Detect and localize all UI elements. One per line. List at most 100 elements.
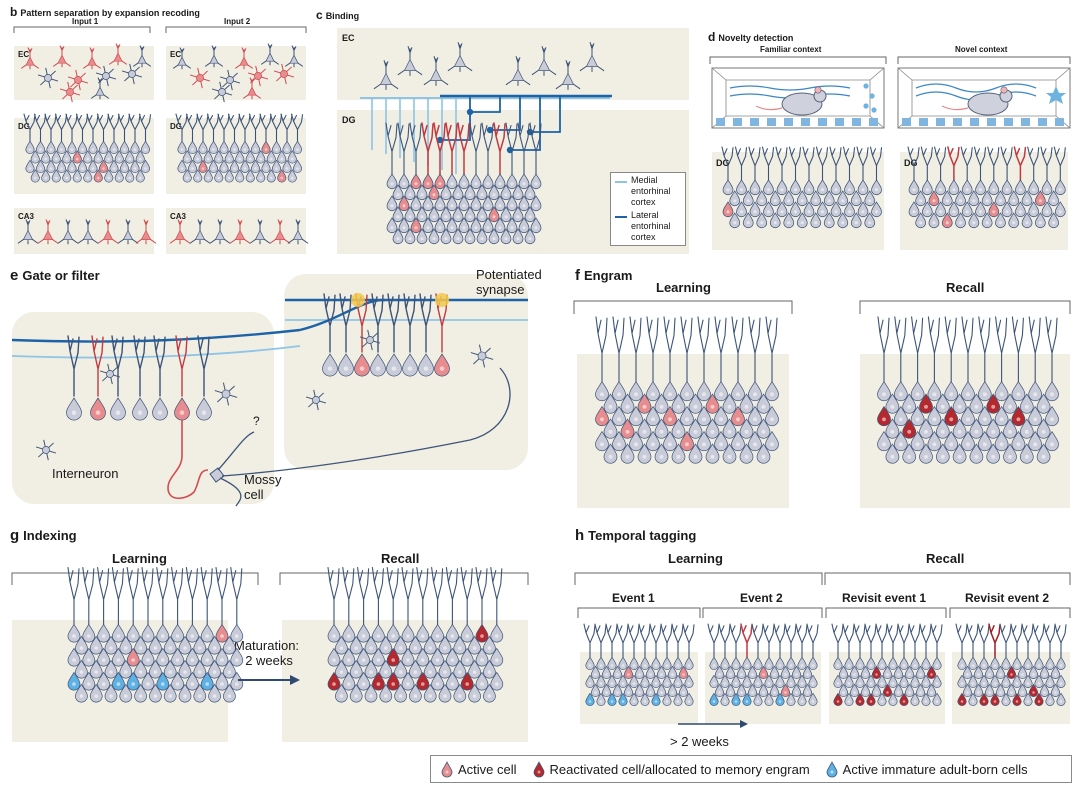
granule-cell <box>1028 380 1043 402</box>
dendrite <box>718 623 731 659</box>
granule-cell <box>928 212 940 229</box>
granule-cell <box>769 212 781 229</box>
granule-cell <box>915 683 926 698</box>
granule-cell <box>1041 201 1053 218</box>
granule-cell <box>601 665 612 680</box>
granule-cell <box>680 405 694 427</box>
granule-cell <box>756 443 771 464</box>
granule-cell <box>134 659 147 679</box>
granule-cell <box>596 692 606 707</box>
granule-cell <box>671 418 686 439</box>
granule-cell <box>844 656 854 671</box>
granule-cell <box>1045 674 1055 689</box>
granule-cell <box>379 659 393 679</box>
pyramidal-cell-processes <box>209 219 231 245</box>
granule-cell <box>56 140 67 155</box>
granule-cell <box>742 674 752 689</box>
granule-cell <box>404 228 416 245</box>
granule-cell <box>790 179 801 196</box>
dendrite <box>973 146 987 182</box>
granule-cell <box>620 418 635 439</box>
granule-cell <box>386 647 400 667</box>
dendrite <box>23 113 36 143</box>
granule-cell <box>119 159 130 174</box>
panel-e-question-mark: ? <box>253 414 260 428</box>
panel-d-novel-label: Novel context <box>955 45 1008 54</box>
granule-cell <box>386 195 398 212</box>
granule-cell <box>163 659 177 679</box>
granule-cell <box>245 169 255 183</box>
dendrite <box>714 316 727 384</box>
granule-cell <box>803 201 815 218</box>
panel-c-legend-lateral: Lateral entorhinal cortex <box>631 210 671 242</box>
dendrite <box>671 623 684 659</box>
granule-cell <box>125 150 135 164</box>
pyramidal-cell <box>177 56 187 66</box>
dendrite <box>217 113 230 143</box>
granule-cell <box>637 418 652 439</box>
granule-cell <box>640 656 650 671</box>
granule-cell <box>446 671 459 691</box>
dendrite <box>460 567 473 627</box>
dendrite <box>629 316 642 384</box>
granule-cell <box>877 405 891 427</box>
granule-cell <box>470 195 482 212</box>
granule-cell <box>915 190 927 207</box>
granule-cell <box>749 179 761 196</box>
pyramidal-cell <box>57 54 67 64</box>
granule-cell <box>392 206 404 223</box>
mossy-fiber <box>167 420 209 500</box>
granule-cell <box>475 623 489 643</box>
granule-cell <box>1039 665 1050 680</box>
stellate-cell <box>102 72 110 80</box>
granule-cell <box>114 150 124 164</box>
granule-cell <box>662 656 672 671</box>
granule-cell <box>720 692 730 707</box>
granule-cell <box>125 169 135 183</box>
granule-cell <box>765 430 779 452</box>
granule-cell <box>468 659 481 679</box>
granule-cell <box>838 683 849 698</box>
granule-cell <box>256 169 266 183</box>
granule-cell <box>416 228 428 245</box>
granule-cell <box>654 443 669 464</box>
granule-cell <box>678 683 689 698</box>
granule-cell <box>714 380 728 402</box>
dendrite <box>371 293 384 353</box>
granule-cell <box>51 169 61 183</box>
granule-cell <box>208 159 219 174</box>
panel-g-learning-label: Learning <box>112 551 167 566</box>
granule-cell <box>585 692 595 707</box>
granule-cell <box>742 212 754 229</box>
granule-cell <box>530 173 542 190</box>
dendrite <box>65 113 78 143</box>
granule-cell <box>722 179 734 196</box>
granule-cell <box>973 683 984 698</box>
panel-c-legend-medial: Medial entorhinal cortex <box>631 175 671 207</box>
dendrite <box>1021 623 1034 659</box>
granule-cell <box>198 159 208 174</box>
pyramidal-cell-processes <box>505 56 531 86</box>
granule-cell <box>961 201 973 218</box>
granule-cell <box>984 683 995 698</box>
dendrite <box>171 567 184 627</box>
dendrite <box>919 623 932 659</box>
granule-cell <box>646 430 660 452</box>
granule-cell <box>663 380 677 402</box>
granule-cell <box>1034 190 1046 207</box>
granule-cell <box>844 201 855 218</box>
stellate-cell <box>106 370 114 378</box>
dendrite <box>107 113 120 143</box>
dendrite <box>175 335 188 397</box>
granule-cell <box>1036 393 1051 414</box>
granule-cell <box>961 430 975 452</box>
granule-cell <box>927 405 942 427</box>
dendrite <box>91 335 104 397</box>
granule-cell <box>35 159 46 174</box>
pyramidal-cell <box>379 72 393 85</box>
panel-h-event1-label: Event 1 <box>612 591 655 605</box>
granule-cell <box>198 140 208 155</box>
granule-cell <box>156 623 170 643</box>
stellate-cell <box>312 396 320 404</box>
dendrite <box>947 146 960 182</box>
